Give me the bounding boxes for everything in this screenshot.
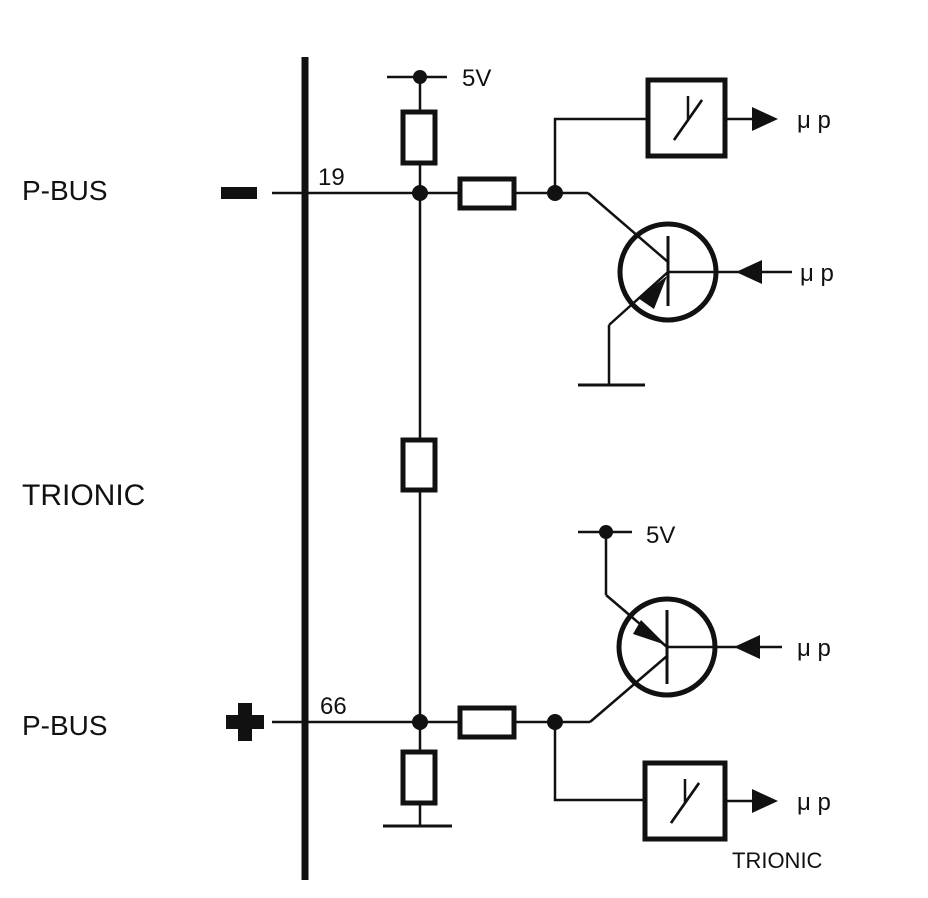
- pin-66-label: 66: [320, 693, 347, 720]
- mp-input-bottom-label: μ p: [797, 635, 831, 662]
- arrow-out-bottom: [725, 789, 778, 813]
- supply-5v-top: [387, 70, 447, 112]
- supply-5v-top-label: 5V: [462, 65, 491, 92]
- plus-sign-icon: [226, 703, 264, 741]
- pull-down-resistor: [400, 749, 438, 806]
- arrow-in-bottom: [667, 635, 782, 659]
- arrow-in-top: [668, 260, 792, 284]
- p-bus-minus-label: P-BUS: [22, 175, 108, 206]
- transistor-bottom: [589, 594, 718, 723]
- termination-resistor: [400, 437, 438, 493]
- series-resistor-bottom: [457, 705, 517, 740]
- schmitt-trigger-bottom: [642, 760, 728, 842]
- schmitt-trigger-top: [645, 77, 728, 159]
- supply-5v-bottom-label: 5V: [646, 522, 675, 549]
- mp-input-top-label: μ p: [800, 260, 834, 287]
- pull-up-resistor: [400, 109, 438, 166]
- supply-5v-bottom: [578, 525, 632, 595]
- transistor-top: [578, 192, 719, 387]
- mp-output-top-label: μ p: [797, 107, 831, 134]
- arrow-out-top: [725, 107, 778, 131]
- series-resistor-top: [457, 176, 517, 211]
- minus-sign-icon: [221, 187, 257, 199]
- pin-19-label: 19: [318, 164, 345, 191]
- ecu-name-bottom-right-label: TRIONIC: [732, 848, 823, 873]
- p-bus-plus-label: P-BUS: [22, 710, 108, 741]
- mp-output-bottom-label: μ p: [797, 789, 831, 816]
- ecu-name-label: TRIONIC: [22, 479, 145, 512]
